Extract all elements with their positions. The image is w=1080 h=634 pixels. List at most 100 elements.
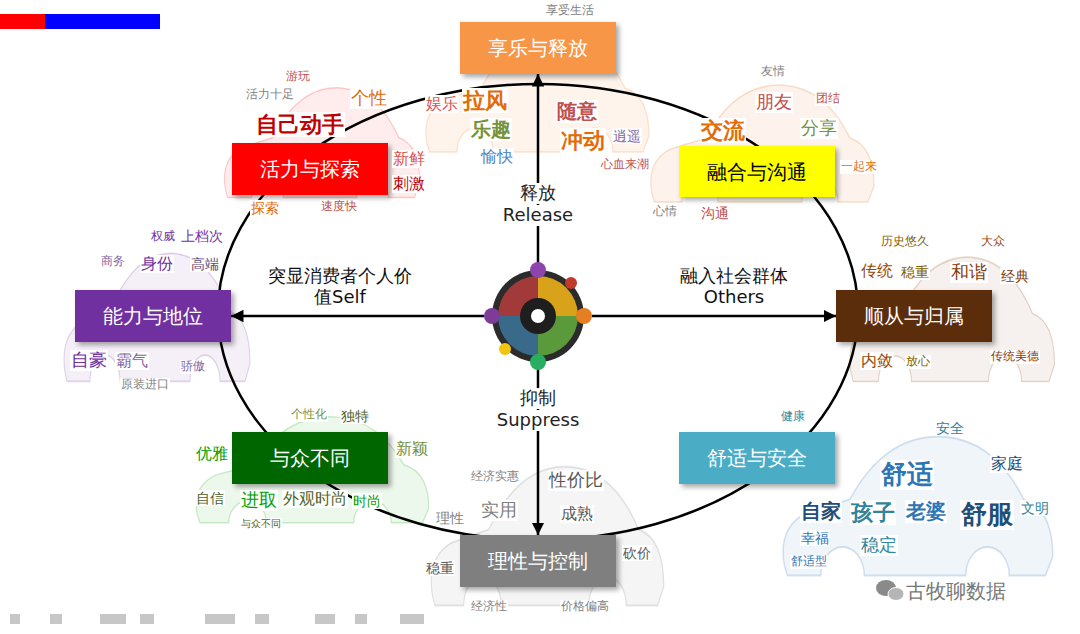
category-box: 理性与控制: [460, 535, 616, 587]
word-cloud-word: 心血来潮: [600, 158, 650, 172]
word-cloud-word: 老婆: [905, 500, 947, 523]
blur-block: [10, 614, 20, 624]
word-cloud-word: 探索: [250, 200, 280, 216]
wheel-ball: [484, 308, 500, 324]
word-cloud-car: [651, 85, 874, 202]
word-cloud-car: [783, 437, 1053, 576]
blur-block: [315, 614, 335, 624]
word-cloud-word: 新鲜: [392, 150, 426, 168]
word-cloud-word: 文明: [1020, 500, 1050, 516]
word-cloud-word: 理性: [435, 510, 465, 526]
word-cloud-word: 砍价: [622, 545, 652, 561]
word-cloud-word: 自豪: [70, 350, 108, 371]
word-cloud-word: 传统: [860, 262, 894, 280]
word-cloud-car: [431, 467, 664, 606]
corner-bar: [45, 14, 160, 29]
blur-block: [140, 614, 154, 624]
word-cloud-word: 个性化: [290, 408, 328, 422]
word-cloud-word: 外观时尚: [282, 490, 348, 508]
axis-label: 抑制: [519, 388, 557, 409]
blur-block: [255, 614, 269, 624]
word-cloud-word: 自己动手: [255, 112, 345, 137]
word-cloud-word: 孩子: [850, 500, 896, 525]
word-cloud-word: 健康: [780, 410, 806, 424]
axis-label: Release: [502, 205, 574, 226]
word-cloud-word: 经济实惠: [470, 470, 520, 484]
word-cloud-word: 娱乐: [425, 95, 459, 113]
word-cloud-word: 霸气: [115, 352, 149, 370]
wheel-ball: [530, 354, 546, 370]
word-cloud-word: 交流: [700, 118, 746, 143]
word-cloud-word: 家庭: [990, 455, 1024, 473]
category-label: 活力与探索: [260, 157, 360, 181]
word-cloud-word: 放心: [905, 355, 931, 369]
category-box: 能力与地位: [75, 290, 231, 342]
category-label: 理性与控制: [488, 549, 588, 573]
word-cloud-word: 和谐: [950, 262, 988, 283]
word-cloud-word: 成熟: [560, 505, 594, 523]
blur-block: [355, 614, 367, 624]
blur-block: [100, 614, 126, 624]
axis-label: 突显消费者个人价值Self: [262, 266, 418, 307]
word-cloud-word: 自信: [195, 490, 225, 506]
word-cloud-word: 传统美德: [990, 350, 1040, 364]
wechat-icon: [876, 580, 904, 601]
word-cloud-word: 稳重: [900, 264, 930, 280]
word-cloud-word: 独特: [340, 408, 370, 424]
axis-label: 融入社会群体 Others: [668, 266, 800, 307]
category-box: 舒适与安全: [679, 432, 835, 484]
word-cloud-word: 稳重: [425, 560, 455, 576]
word-cloud-word: 活力十足: [245, 88, 295, 102]
word-cloud-word: 心情: [652, 205, 678, 219]
axis-label: Suppress: [496, 410, 581, 431]
category-box: 融合与沟通: [679, 146, 835, 197]
word-cloud-word: 骄傲: [180, 360, 206, 374]
wheel-ball: [530, 262, 546, 278]
word-cloud-word: 个性: [350, 88, 388, 109]
category-label: 能力与地位: [103, 304, 203, 328]
word-cloud-word: 享受生活: [545, 4, 595, 18]
blurred-footer: [10, 614, 424, 624]
word-cloud-word: 性价比: [548, 470, 604, 491]
category-box: 顺从与归属: [836, 290, 992, 342]
wheel-outer: [492, 270, 584, 362]
word-cloud-word: 与众不同: [240, 518, 282, 530]
category-label: 融合与沟通: [707, 160, 807, 184]
word-cloud-word: 身份: [140, 255, 174, 273]
word-cloud-word: 商务: [100, 255, 126, 269]
icon-bubble: [888, 588, 904, 601]
wheel-ball: [576, 308, 592, 324]
word-cloud-word: 新颖: [395, 440, 429, 458]
word-cloud-word: 进取: [240, 490, 278, 511]
word-cloud-car: [850, 257, 1055, 381]
word-cloud-word: 高端: [190, 256, 220, 272]
word-cloud-word: 时尚: [352, 493, 382, 509]
word-cloud-word: 舒适: [880, 460, 934, 490]
wheel-ball: [565, 277, 577, 289]
word-cloud-word: 自家: [800, 500, 842, 523]
word-cloud-word: 经济性: [470, 600, 508, 614]
word-cloud-word: 舒服: [960, 500, 1014, 530]
word-cloud-word: 分享: [800, 118, 838, 139]
word-cloud-word: 权威: [150, 230, 176, 244]
word-cloud-word: 内敛: [860, 352, 894, 370]
watermark: 古牧聊数据: [905, 580, 1007, 603]
category-label: 舒适与安全: [707, 446, 807, 470]
word-cloud-word: 逍遥: [612, 128, 642, 144]
word-cloud-word: 刺激: [392, 175, 426, 193]
category-label: 享乐与释放: [488, 36, 588, 60]
word-cloud-word: 历史悠久: [880, 235, 930, 249]
category-box: 与众不同: [232, 432, 388, 484]
word-cloud-word: 随意: [556, 100, 598, 123]
word-cloud-word: 速度快: [320, 200, 358, 214]
word-cloud-word: 友情: [760, 65, 786, 79]
wheel-core: [531, 309, 545, 323]
word-cloud-word: 沟通: [700, 205, 730, 221]
blur-block: [205, 614, 235, 624]
word-cloud-car: [196, 417, 429, 523]
word-cloud-word: 安全: [935, 420, 965, 436]
category-box: 活力与探索: [232, 143, 388, 195]
axis-label: 释放: [519, 183, 557, 204]
word-cloud-word: 舒适型: [790, 555, 828, 569]
